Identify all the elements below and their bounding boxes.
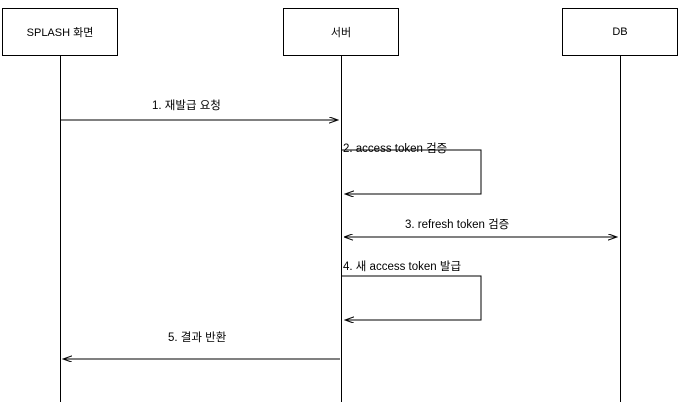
actor-box-splash[interactable]: SPLASH 화면	[2, 8, 118, 56]
actor-label-server: 서버	[330, 27, 352, 39]
lifeline-server	[341, 56, 342, 402]
actor-label-db: DB	[612, 26, 628, 38]
actor-box-server[interactable]: 서버	[283, 8, 399, 56]
message-label-4: 4. 새 access token 발급	[343, 261, 462, 273]
lifeline-splash	[60, 56, 61, 402]
arrow-message-2-self-loop	[342, 149, 482, 194]
lifeline-db	[620, 56, 621, 402]
message-label-2: 2. access token 검증	[343, 143, 448, 155]
arrow-message-4-self-loop	[342, 275, 482, 320]
message-label-1: 1. 재발급 요청	[152, 100, 221, 112]
actor-box-db[interactable]: DB	[562, 8, 678, 56]
message-label-3: 3. refresh token 검증	[405, 219, 510, 231]
message-label-5: 5. 결과 반환	[168, 332, 227, 344]
actor-label-splash: SPLASH 화면	[26, 27, 94, 39]
